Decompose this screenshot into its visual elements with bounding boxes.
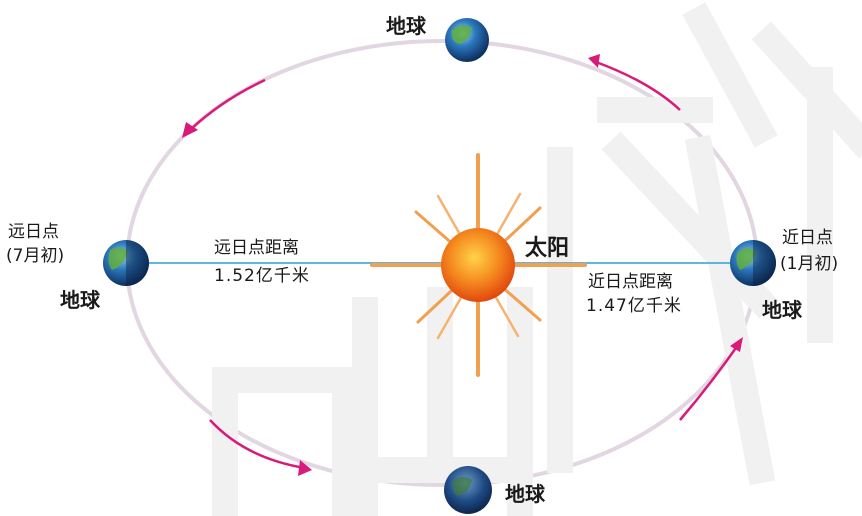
perihelion-distance-value: 1.47亿千米 <box>586 296 682 316</box>
earth-right-icon <box>730 240 776 286</box>
arrow-bottom-left-icon <box>209 419 306 470</box>
orbit-arrows <box>189 60 740 470</box>
earth-left-icon <box>103 240 149 286</box>
arrow-top-right-icon <box>595 60 681 111</box>
earth-top-icon <box>445 18 489 62</box>
perihelion-date: (1月初) <box>780 254 839 274</box>
earth-label-left: 地球 <box>60 288 100 312</box>
aphelion-date: (7月初) <box>6 246 65 266</box>
aphelion-distance-name: 远日点距离 <box>214 238 299 258</box>
watermark <box>212 2 862 516</box>
earth-label-bottom: 地球 <box>505 482 545 506</box>
orbit-arrowheads <box>182 54 743 476</box>
earth-label-top: 地球 <box>386 14 426 38</box>
sun-icon <box>441 228 515 302</box>
arrow-bottom-right-icon <box>679 344 740 421</box>
aphelion-distance-value: 1.52亿千米 <box>214 266 310 286</box>
aphelion-name: 远日点 <box>8 222 59 242</box>
perihelion-distance-name: 近日点距离 <box>588 272 673 292</box>
earth-label-right: 地球 <box>762 298 802 322</box>
earth-bottom-icon <box>444 466 492 514</box>
sun-label: 太阳 <box>525 236 570 261</box>
perihelion-name: 近日点 <box>782 228 833 248</box>
arrow-top-left-icon <box>189 78 266 131</box>
